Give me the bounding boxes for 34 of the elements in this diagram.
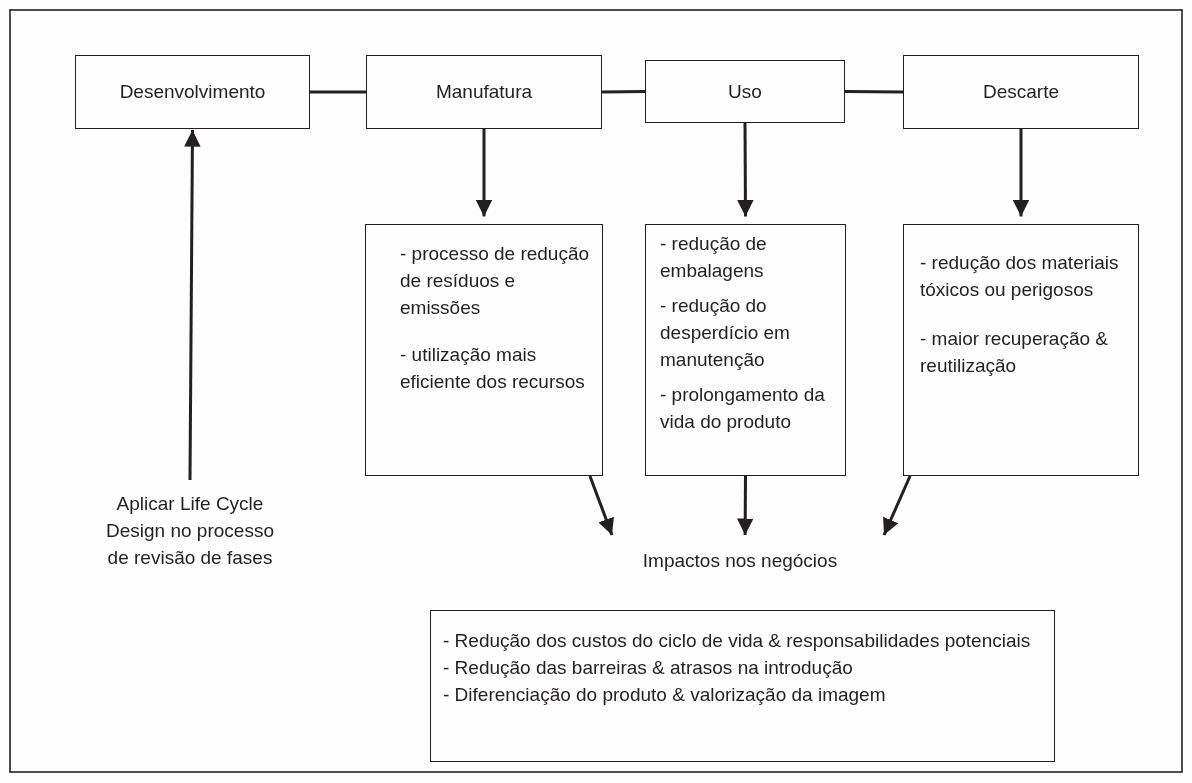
arrow [1012,129,1030,217]
bullet-text: - redução do desperdício em manutenção [660,294,791,372]
process-box [903,55,1139,129]
arrow [184,130,201,480]
process-box [365,224,603,476]
box-label: Manufatura [434,80,534,104]
arrow [737,476,754,535]
process-box [645,60,845,123]
bullet-text: - Redução das barreiras & atrasos na introdução [443,656,854,680]
arrow [588,475,614,536]
process-box [645,224,846,476]
note-text: Aplicar Life Cycle Design no processo de revisão de fases [105,492,275,570]
box-label: Uso [727,80,763,104]
process-box [75,55,310,129]
connector-line [845,90,903,94]
connector-line [310,90,366,94]
bullet-text: - processo de redução de resíduos e emissões [400,242,591,320]
box-label: Descarte [982,80,1060,104]
process-box [366,55,602,129]
box-label: Desenvolvimento [118,80,267,104]
process-box [430,610,1055,762]
bullet-text: - prolongamento da vida do produto [660,383,826,434]
bullet-text: - redução dos materiais tóxicos ou perigosos [920,251,1120,302]
arrow [737,123,754,217]
bullet-text: - Diferenciação do produto & valorização da imagem [443,683,887,707]
arrow [475,129,493,217]
bullet-text: - Redução dos custos do ciclo de vida & responsabilidades potenciais [443,629,1032,653]
process-box [903,224,1139,476]
arrow [882,475,912,536]
bullet-text: - utilização mais eficiente dos recursos [400,343,586,394]
bullet-text: - maior recuperação & reutilização [920,327,1109,378]
connector-line [602,90,645,94]
note-text: Impactos nos negócios [641,549,839,573]
bullet-text: - redução de embalagens [660,232,768,283]
